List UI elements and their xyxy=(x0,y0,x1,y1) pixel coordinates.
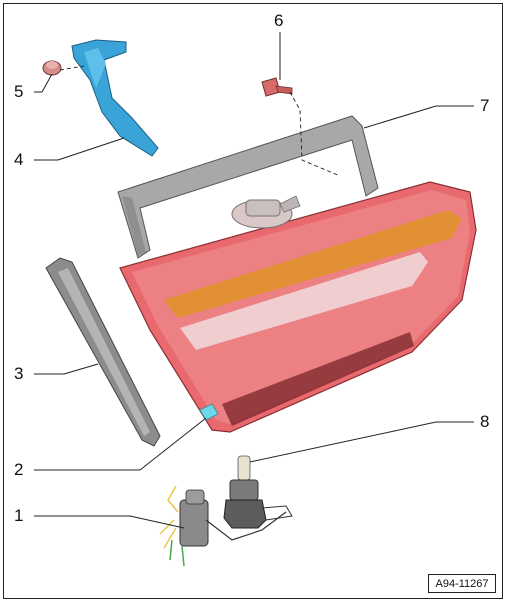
leader-line-4b xyxy=(57,137,125,161)
seal-part-3 xyxy=(45,257,161,447)
leader-line-2b xyxy=(139,417,207,471)
leader-line-1b xyxy=(129,515,185,529)
tail-lamp-housing xyxy=(119,181,477,433)
wiring-connector-part-1 xyxy=(159,485,287,567)
callout-6: 6 xyxy=(274,11,284,30)
assembly-dash-lines xyxy=(59,65,341,177)
clip-part-5 xyxy=(42,60,62,76)
leader-line-7b xyxy=(363,105,437,129)
bracket-part-4 xyxy=(71,39,159,157)
screw-part-6 xyxy=(261,77,293,97)
leader-line-8b xyxy=(249,421,437,463)
figure-reference-label: A94-11267 xyxy=(428,574,496,593)
callout-1: 1 xyxy=(14,506,24,525)
callout-7: 7 xyxy=(480,96,490,115)
callout-5: 5 xyxy=(14,82,24,101)
callout-2: 2 xyxy=(14,460,24,479)
leader-line-3b xyxy=(63,363,99,375)
diagram-frame xyxy=(3,3,503,599)
amber-light-strip xyxy=(164,210,462,318)
bulb-holder-part-8 xyxy=(223,455,293,529)
callout-4: 4 xyxy=(14,150,24,169)
leader-line-5b xyxy=(41,73,53,93)
leader-lines xyxy=(34,32,474,529)
reflector-band xyxy=(222,332,414,426)
reverse-light-strip xyxy=(180,252,428,350)
callout-3: 3 xyxy=(14,364,24,383)
mounting-frame-part-7 xyxy=(117,115,379,259)
lamp-connector-tab xyxy=(199,403,219,421)
callout-8: 8 xyxy=(480,412,490,431)
